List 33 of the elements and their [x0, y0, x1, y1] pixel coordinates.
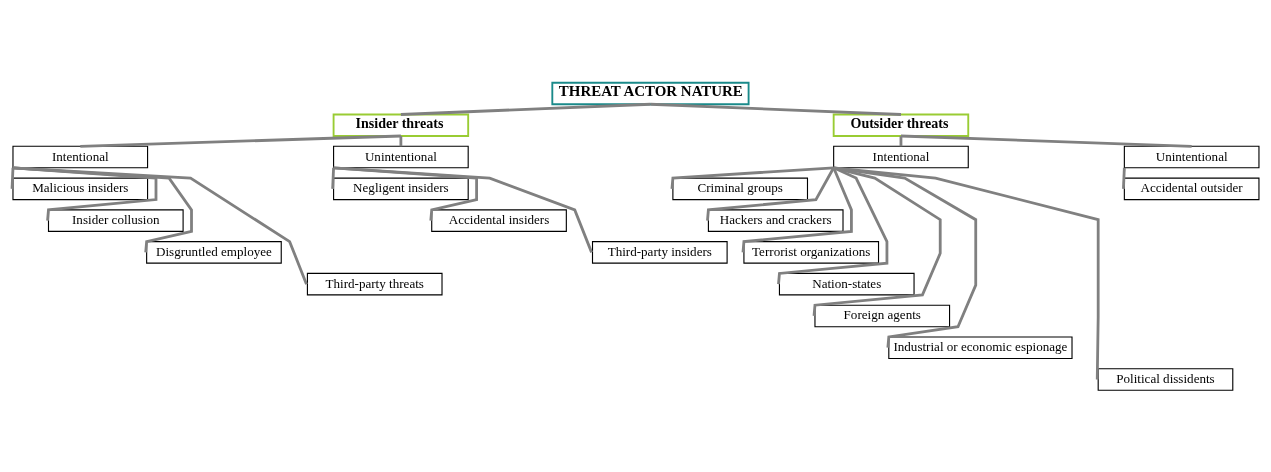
node-box: Negligent insiders — [333, 177, 469, 200]
node-box: Insider collusion — [47, 208, 184, 232]
connector — [10, 167, 15, 189]
node-box: Outsider threats — [832, 113, 970, 137]
node-box: Unintentional — [1123, 145, 1260, 168]
node-box: Industrial or economic espionage — [888, 335, 1073, 359]
connector — [833, 165, 1100, 380]
node-box: Third-party insiders — [591, 240, 728, 264]
node-box: Unintentional — [333, 145, 469, 168]
connector — [650, 102, 901, 116]
node-box: Insider threats — [332, 113, 470, 137]
connector — [400, 102, 651, 116]
node-box: THREAT ACTOR NATURE — [551, 81, 750, 105]
node-box: Third-party threats — [306, 272, 443, 295]
node-box: Intentional — [833, 145, 969, 168]
node-box: Criminal groups — [672, 177, 809, 200]
node-box: Hackers and crackers — [707, 208, 844, 232]
connector — [812, 165, 942, 316]
node-box: Accidental insiders — [431, 208, 567, 232]
node-box: Terrorist organizations — [743, 240, 880, 264]
connector — [80, 134, 401, 148]
connector — [399, 135, 403, 146]
node-box: Political dissidents — [1097, 367, 1234, 391]
connector — [331, 167, 335, 189]
node-box: Disgruntled employee — [146, 240, 282, 264]
connector — [670, 165, 834, 189]
node-box: Foreign agents — [814, 304, 951, 327]
node-box: Accidental outsider — [1123, 177, 1260, 200]
connector — [706, 166, 835, 221]
connector — [1122, 167, 1126, 189]
node-box: Malicious insiders — [12, 177, 149, 200]
node-box: Nation-states — [778, 272, 915, 295]
node-box: Intentional — [12, 145, 149, 168]
